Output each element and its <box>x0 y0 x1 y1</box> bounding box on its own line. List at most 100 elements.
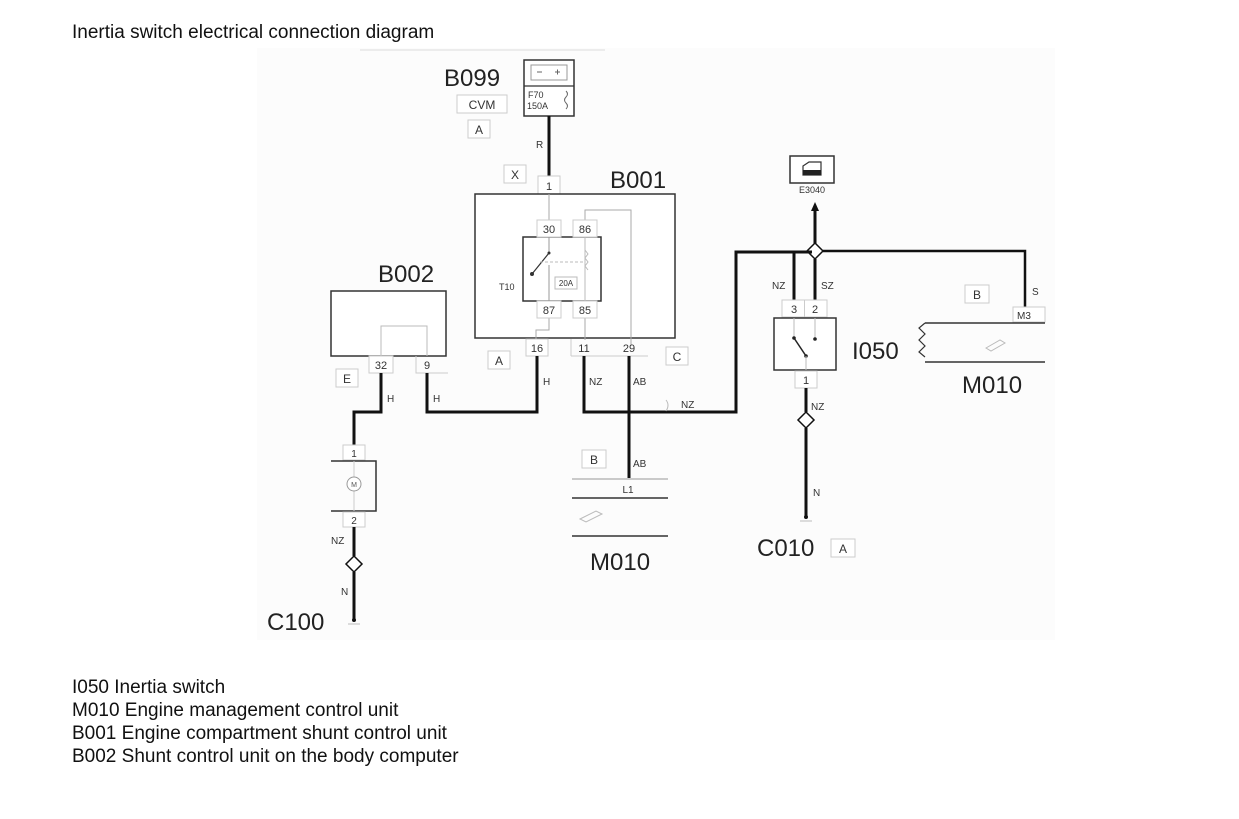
i050-pin-3: 3 <box>791 304 797 316</box>
m010-left-connector-box <box>581 449 607 469</box>
ground-icon-c010 <box>800 515 812 522</box>
i050-label: I050 <box>852 338 899 365</box>
wire-h-9-label: H <box>433 394 440 405</box>
c010-label: C010 <box>757 535 814 562</box>
relay-pin-30: 30 <box>543 224 555 236</box>
b001-connector-x-box <box>503 164 527 184</box>
wire-h-32-label: H <box>387 394 394 405</box>
relay-id: T10 <box>499 282 515 292</box>
wire-s-label: S <box>1032 287 1039 298</box>
m010-right-pin: M3 <box>1017 311 1031 322</box>
diagram-title: Inertia switch electrical connection dia… <box>72 22 435 43</box>
wire-n-motor-label: N <box>341 587 348 598</box>
sensor-icon-right <box>985 339 1006 352</box>
legend-item: B001 Engine compartment shunt control un… <box>72 723 447 744</box>
relay-pin-85: 85 <box>579 305 591 317</box>
b002-component: B002 32 9 E <box>330 261 448 388</box>
motor-icon <box>346 476 362 492</box>
b002-label: B002 <box>378 261 434 288</box>
legend-item: I050 Inertia switch <box>72 677 226 698</box>
wire-bridge-label: NZ <box>681 400 694 411</box>
b002-pin-9: 9 <box>424 360 430 372</box>
c010-connector: A <box>839 542 847 556</box>
b001-connector-a-box <box>487 350 511 370</box>
wire-n-c010-label: N <box>813 488 820 499</box>
m010-right-connector: B <box>973 288 981 302</box>
e3040-label: E3040 <box>799 185 825 195</box>
fuse-rating: 150A <box>527 101 548 111</box>
b001-pin-29: 29 <box>623 343 635 355</box>
motor-symbol: M <box>351 482 357 489</box>
motor-component: 1 M 2 <box>331 444 377 528</box>
relay-pin-87: 87 <box>543 305 555 317</box>
wire-nz-11 <box>582 250 812 414</box>
arrow-up-icon <box>811 202 819 211</box>
wire-ab-label: AB <box>633 377 647 388</box>
relay-fuse: 20A <box>559 279 574 288</box>
legend-item: B002 Shunt control unit on the body comp… <box>72 746 459 767</box>
b099-tag-box <box>456 94 508 114</box>
b001-connector-c-box <box>665 346 689 366</box>
b002-box <box>330 290 447 357</box>
wire-ab-m010-label: AB <box>633 459 647 470</box>
i050-pin-1: 1 <box>803 375 809 387</box>
b099-box <box>523 59 575 117</box>
wire-s <box>823 249 1027 307</box>
wire-nz-3 <box>792 250 812 300</box>
e3040-component: E3040 <box>789 155 835 195</box>
wire-nz-1-label: NZ <box>811 402 824 413</box>
door-icon <box>802 161 822 176</box>
wire-sz-label: SZ <box>821 281 834 292</box>
b099-component: B099 CVM A F70 150A <box>444 59 575 139</box>
b001-pin-11: 11 <box>578 343 589 355</box>
motor-pin-1: 1 <box>351 449 357 460</box>
b001-connector-a: A <box>495 354 503 368</box>
legend: I050 Inertia switch M010 Engine manageme… <box>72 676 459 768</box>
wire-r-label: R <box>536 140 543 151</box>
i050-component: 3 2 1 I050 <box>773 299 899 389</box>
fuse-icon <box>564 90 568 110</box>
battery-icon <box>530 64 568 81</box>
i050-box <box>773 317 837 371</box>
b002-connector: E <box>343 372 351 386</box>
pin-1: 1 <box>546 181 552 193</box>
wire-h-32 <box>352 373 383 445</box>
legend-item: M010 Engine management control unit <box>72 700 399 721</box>
b099-connector: A <box>475 123 483 137</box>
wire-crossing-icon <box>665 399 669 412</box>
switch-icon <box>792 318 817 370</box>
m010-right-connector-box <box>964 284 990 304</box>
m010-right-label: M010 <box>962 372 1022 399</box>
b001-connector-c: C <box>673 350 682 364</box>
m010-left-label: M010 <box>590 549 650 576</box>
relay-box <box>522 236 602 302</box>
wire-h-16-label: H <box>543 377 550 388</box>
wire-nz-3-label: NZ <box>772 281 785 292</box>
b099-label: B099 <box>444 65 500 92</box>
break-icon <box>918 322 926 358</box>
m010-left-component: B L1 M010 <box>572 449 668 576</box>
b001-connector-x: X <box>511 168 519 182</box>
relay-switch-icon <box>530 237 589 301</box>
c100-label: C100 <box>267 609 324 636</box>
i050-pin-2: 2 <box>812 304 818 316</box>
wire-nz-motor-label: NZ <box>331 536 344 547</box>
b002-connector-box <box>335 368 359 388</box>
b099-connector-box <box>467 119 491 139</box>
motor-pin-2: 2 <box>351 516 357 527</box>
m010-right-component: B M3 M010 <box>918 284 1046 399</box>
fuse-id: F70 <box>528 90 544 100</box>
wire-h-9 <box>425 356 539 414</box>
wire-nz-11-label: NZ <box>589 377 602 388</box>
b002-pin-32: 32 <box>375 360 387 372</box>
c010-connector-box <box>830 538 856 558</box>
sensor-icon <box>578 510 604 523</box>
b001-component: X 1 B001 30 86 87 85 20A T10 <box>474 164 689 370</box>
relay-pin-86: 86 <box>579 224 591 236</box>
ground-icon <box>348 618 360 625</box>
b001-label: B001 <box>610 167 666 194</box>
m010-left-pin: L1 <box>622 485 634 496</box>
b099-tag: CVM <box>469 98 496 112</box>
m010-left-connector: B <box>590 453 598 467</box>
